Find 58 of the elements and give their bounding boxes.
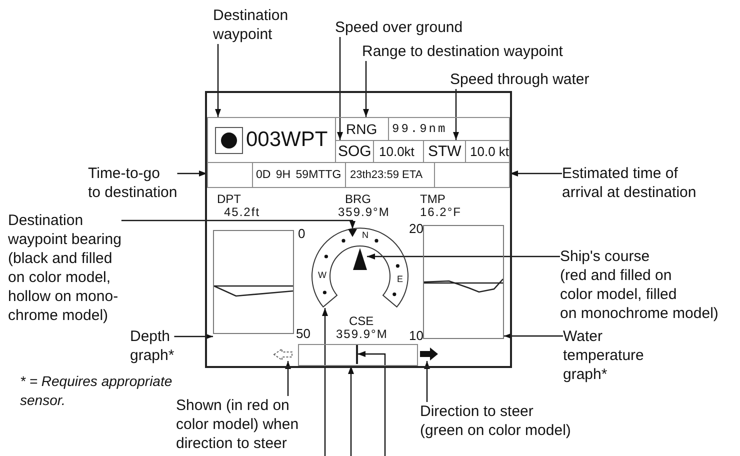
leader-line bbox=[510, 170, 562, 176]
compass-letter: N bbox=[362, 231, 368, 240]
readout-value: 359.9°M bbox=[338, 206, 390, 218]
readout-label: BRG bbox=[345, 193, 372, 205]
center-line bbox=[356, 344, 358, 364]
callout-text: Speed through water bbox=[450, 70, 590, 89]
callout-text: Water temperature graph* bbox=[563, 327, 644, 384]
readout-value: 16.2°F bbox=[420, 206, 462, 218]
line-graph bbox=[213, 230, 294, 334]
readout-value: 45.2ft bbox=[224, 206, 260, 218]
leader-line bbox=[367, 254, 560, 260]
leader-line bbox=[504, 333, 563, 339]
leader-line bbox=[453, 89, 459, 140]
callout-text: Destination waypoint bbox=[213, 6, 288, 44]
down-triangle-icon bbox=[348, 229, 357, 237]
display-screen bbox=[205, 91, 512, 368]
table-cell: 99.9nm bbox=[388, 117, 510, 141]
callout-text: Estimated time of arrival at destination bbox=[562, 164, 696, 202]
leader-line bbox=[322, 308, 328, 456]
readout-label: CSE bbox=[349, 315, 374, 327]
callout-text: Time-to-go to destination bbox=[88, 164, 178, 202]
table-cell bbox=[207, 117, 336, 163]
callout-text: Shown (in red on color model) when direction to steer bbox=[176, 396, 299, 453]
scale-number: 20 bbox=[409, 222, 424, 235]
compass-letter: W bbox=[318, 271, 326, 280]
table-cell: 0D 9H 59MTTG bbox=[207, 162, 346, 188]
scale-number: 0 bbox=[298, 227, 306, 240]
callout-text: Speed over ground bbox=[335, 18, 463, 37]
compass-letter: E bbox=[397, 275, 404, 284]
line-graph bbox=[423, 225, 504, 339]
leader-line bbox=[285, 361, 291, 396]
dashed-left-arrow-icon bbox=[273, 348, 293, 361]
leader-line bbox=[358, 351, 386, 456]
leader-line bbox=[215, 44, 221, 117]
leader-line bbox=[337, 37, 343, 140]
right-arrow-icon bbox=[419, 347, 439, 361]
leader-line bbox=[177, 170, 207, 176]
leader-line bbox=[174, 334, 213, 340]
leader-line bbox=[121, 220, 356, 229]
scale-number: 10 bbox=[409, 329, 424, 342]
callout-text: Direction to steer (green on color model) bbox=[420, 402, 571, 440]
up-triangle-icon bbox=[353, 248, 367, 270]
callout-text: Ship's course (red and filled on color model, filled on monochrome model) bbox=[560, 247, 718, 323]
scale-number: 50 bbox=[296, 327, 310, 340]
callout-text: Range to destination waypoint bbox=[362, 42, 563, 61]
waypoint-id-text: 003WPT bbox=[246, 128, 328, 152]
compass-dial bbox=[311, 227, 409, 308]
footnote-text: * = Requires appropriate sensor. bbox=[20, 372, 172, 410]
readout-label: TMP bbox=[420, 193, 446, 205]
leader-line bbox=[424, 361, 430, 402]
leader-line bbox=[363, 61, 369, 117]
leader-line bbox=[348, 366, 354, 456]
readout-value: 359.9°M bbox=[336, 328, 388, 340]
readout-label: DPT bbox=[217, 193, 241, 205]
indicator-bar bbox=[298, 344, 418, 366]
callout-text: Depth graph* bbox=[130, 327, 174, 365]
table-cell: 23th23:59 ETA bbox=[345, 162, 510, 188]
callout-text: Destination waypoint bearing (black and filled on color model, hollow on mono- chrome model) bbox=[8, 211, 122, 325]
